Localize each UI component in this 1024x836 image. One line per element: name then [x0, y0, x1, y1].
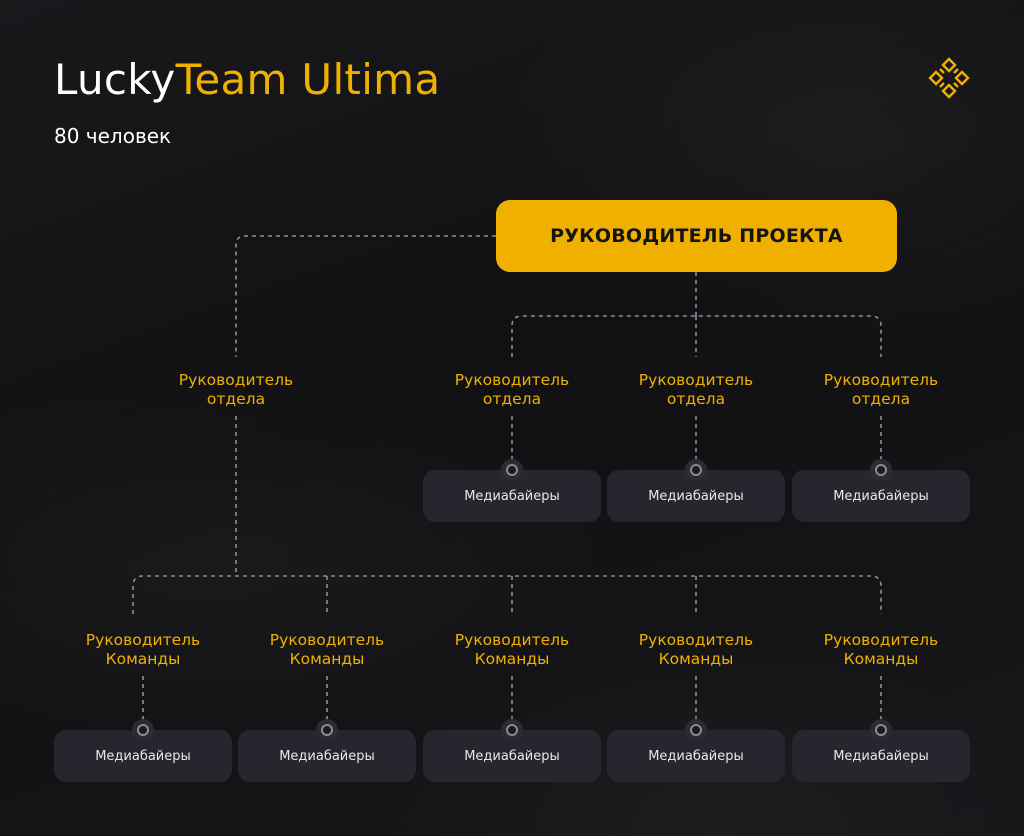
lucky-team-emblem-icon [928, 57, 970, 99]
media-buyers-box: Медиабайеры [238, 730, 416, 782]
department-head: Руководитель отдела [156, 371, 316, 409]
department-head-line1: Руководитель [638, 371, 754, 389]
media-buyers-label: Медиабайеры [95, 748, 191, 764]
team-size: 80 человек [54, 124, 172, 148]
team-head: Руководитель Команды [63, 631, 223, 669]
media-buyers-label: Медиабайеры [833, 488, 929, 504]
connector-node-icon [501, 459, 523, 481]
department-head-line2: отдела [666, 390, 726, 408]
project-head-box: РУКОВОДИТЕЛЬ ПРОЕКТА [496, 200, 897, 272]
team-head: Руководитель Команды [247, 631, 407, 669]
page-title: LuckyTeam Ultima [54, 54, 440, 106]
department-head: Руководитель отдела [616, 371, 776, 409]
connector-node-icon [870, 459, 892, 481]
team-head-line2: Команды [105, 650, 181, 668]
team-head: Руководитель Команды [432, 631, 592, 669]
department-head-line2: отдела [482, 390, 542, 408]
team-head-line2: Команды [843, 650, 919, 668]
media-buyers-label: Медиабайеры [464, 488, 560, 504]
connector-node-icon [870, 719, 892, 741]
team-head-line1: Руководитель [823, 631, 939, 649]
team-head: Руководитель Команды [616, 631, 776, 669]
team-head-line2: Команды [474, 650, 550, 668]
title-lucky: Lucky [54, 55, 176, 104]
department-head-line2: отдела [206, 390, 266, 408]
team-head-line1: Руководитель [85, 631, 201, 649]
connector-node-icon [132, 719, 154, 741]
media-buyers-label: Медиабайеры [279, 748, 375, 764]
connector-node-icon [316, 719, 338, 741]
department-head-line1: Руководитель [178, 371, 294, 389]
team-head-line1: Руководитель [269, 631, 385, 649]
department-head-line1: Руководитель [454, 371, 570, 389]
team-head: Руководитель Команды [801, 631, 961, 669]
department-head: Руководитель отдела [801, 371, 961, 409]
team-head-line1: Руководитель [454, 631, 570, 649]
connector-node-icon [685, 719, 707, 741]
connector-node-icon [685, 459, 707, 481]
project-head-label: РУКОВОДИТЕЛЬ ПРОЕКТА [550, 225, 843, 247]
media-buyers-label: Медиабайеры [464, 748, 560, 764]
department-head-line2: отдела [851, 390, 911, 408]
department-head-line1: Руководитель [823, 371, 939, 389]
media-buyers-label: Медиабайеры [648, 748, 744, 764]
media-buyers-label: Медиабайеры [833, 748, 929, 764]
title-team-ultima: Team Ultima [175, 55, 441, 104]
team-head-line2: Команды [289, 650, 365, 668]
team-head-line2: Команды [658, 650, 734, 668]
connector-node-icon [501, 719, 523, 741]
team-head-line1: Руководитель [638, 631, 754, 649]
department-head: Руководитель отдела [432, 371, 592, 409]
media-buyers-label: Медиабайеры [648, 488, 744, 504]
